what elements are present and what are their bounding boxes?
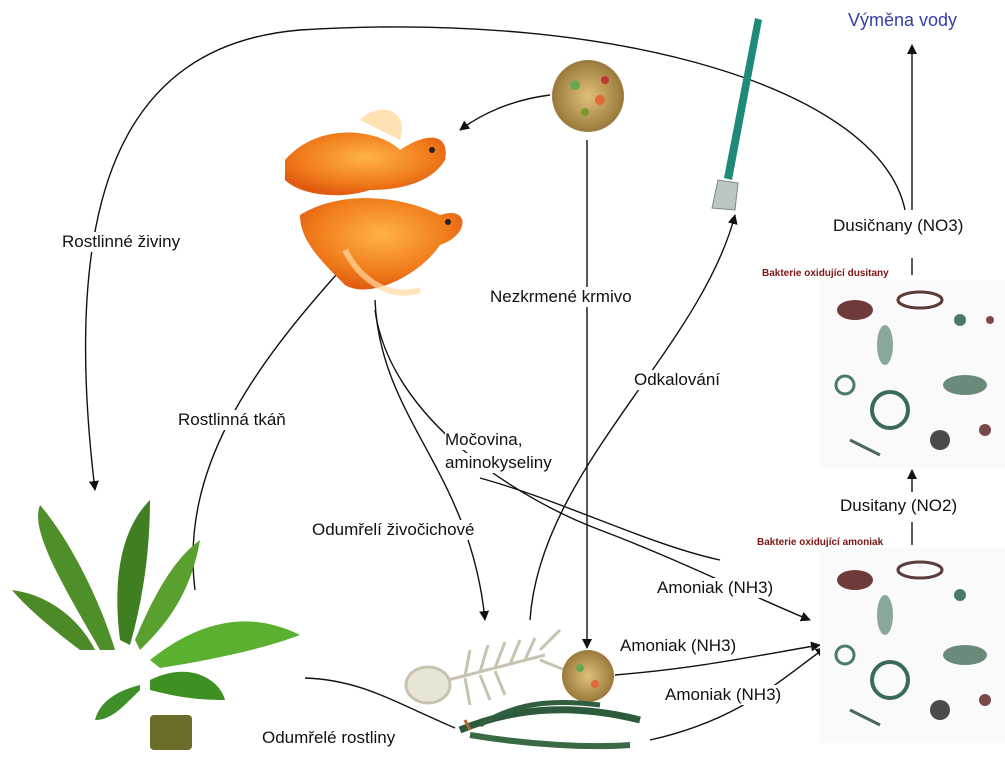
label-dead-plants: Odumřelé rostliny [262, 728, 395, 748]
bacteria-nitrite-icon [820, 280, 1005, 468]
arrow-food-to-fish [460, 95, 550, 130]
fish-skeleton-icon [406, 630, 565, 705]
arrow-urea [375, 310, 810, 620]
label-urea: Močovina, [445, 430, 522, 450]
label-ammonia-3: Amoniak (NH3) [665, 685, 781, 705]
label-water-change: Výměna vody [848, 10, 957, 30]
label-ammonia-1: Amoniak (NH3) [657, 578, 773, 598]
label-dead-animals: Odumřelí živočichové [312, 520, 475, 540]
label-nitrates: Dusičnany (NO3) [833, 216, 963, 236]
label-ammonia-bacteria: Bakterie oxidující amoniak [757, 533, 883, 553]
fish-food-small-icon [562, 650, 614, 702]
label-nitrite-bacteria: Bakterie oxidující dusitany [762, 264, 889, 284]
label-uneaten-food: Nezkrmené krmivo [490, 287, 632, 307]
goldfish-icon [285, 110, 463, 293]
fish-food-icon [552, 60, 624, 132]
label-desludging: Odkalování [634, 370, 720, 390]
aquarium-plant-icon [12, 500, 300, 750]
label-ammonia-2: Amoniak (NH3) [620, 636, 736, 656]
bacteria-ammonia-icon [820, 548, 1005, 743]
arrow-desludging [530, 215, 735, 620]
siphon-tube-icon [712, 18, 762, 210]
label-nitrites: Dusitany (NO2) [840, 496, 957, 516]
arrow-urea-to-ammonia [480, 478, 720, 560]
label-amino-acids: aminokyseliny [445, 453, 552, 473]
dead-plant-icon [460, 702, 640, 746]
label-plant-tissue: Rostlinná tkáň [178, 410, 286, 430]
label-plant-nutrients: Rostlinné živiny [62, 232, 180, 252]
